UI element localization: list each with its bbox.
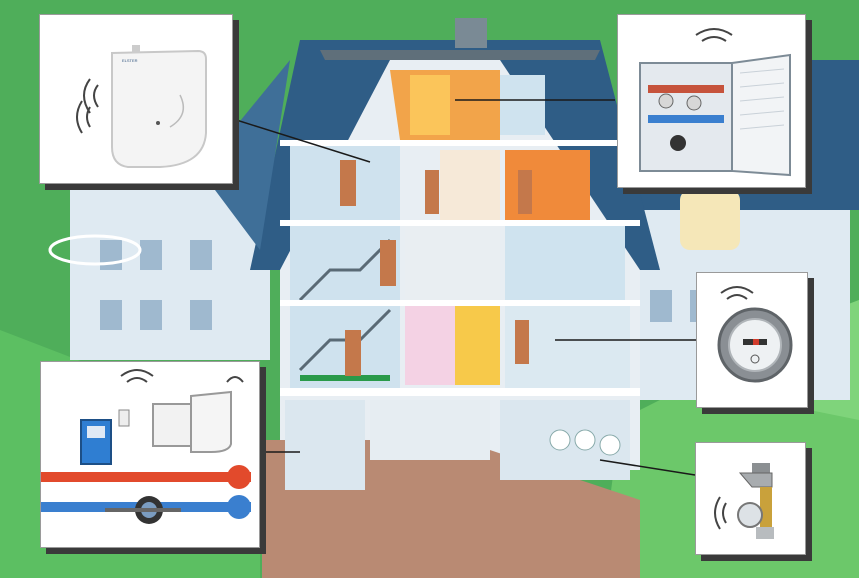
- callout-meter-cabinet: [617, 14, 806, 188]
- callout-gateway: ELSTER: [39, 14, 233, 184]
- tap-water-meter-icon: [714, 463, 774, 539]
- callout-basement-metering: [40, 361, 260, 548]
- wireless-gateway-icon: [76, 45, 207, 168]
- basement-metering-icon: [41, 369, 251, 524]
- gateway-logo: ELSTER: [122, 58, 138, 63]
- meter-cabinet-icon: [639, 28, 791, 177]
- callout-tap-water-meter: [695, 442, 806, 555]
- callout-heat-cost-allocator: [696, 272, 808, 408]
- radio-heat-meter-icon: [717, 286, 793, 383]
